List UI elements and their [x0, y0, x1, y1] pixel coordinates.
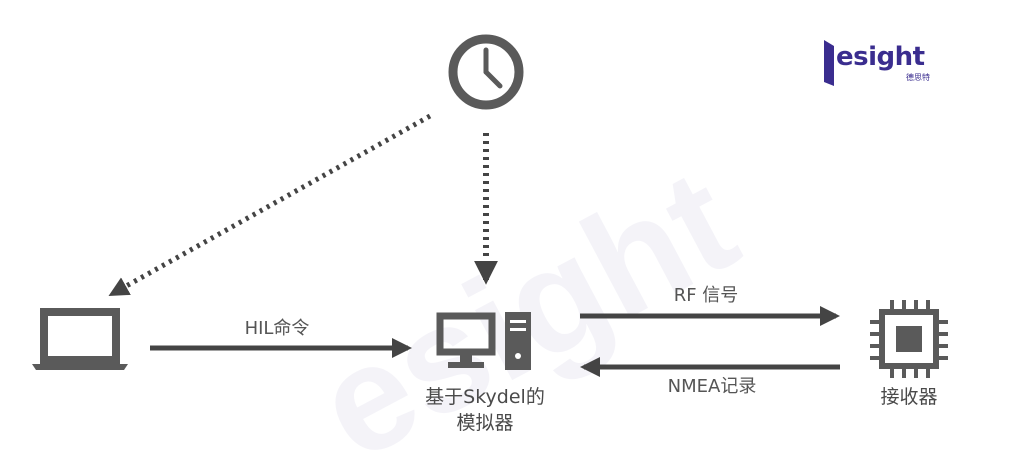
- brand-logo: esight 德思特: [822, 38, 932, 88]
- desktop-computer-icon: [436, 312, 531, 370]
- simulator-label-line1: 基于Skydel的: [425, 386, 545, 408]
- laptop-icon: [32, 308, 128, 370]
- logo-text: esight: [836, 42, 925, 72]
- receiver-label: 接收器: [880, 386, 938, 408]
- nmea-record-label: NMEA记录: [667, 376, 757, 397]
- hil-command-label: HIL命令: [244, 318, 310, 339]
- sync-arrow-to-laptop: [108, 113, 432, 297]
- logo-subtext: 德思特: [906, 73, 930, 82]
- clock-icon: [448, 34, 524, 110]
- rf-signal-label: RF 信号: [673, 285, 739, 306]
- logo-mark-icon: [824, 40, 834, 86]
- chip-icon: [870, 300, 948, 378]
- simulator-label-line2: 模拟器: [456, 412, 514, 434]
